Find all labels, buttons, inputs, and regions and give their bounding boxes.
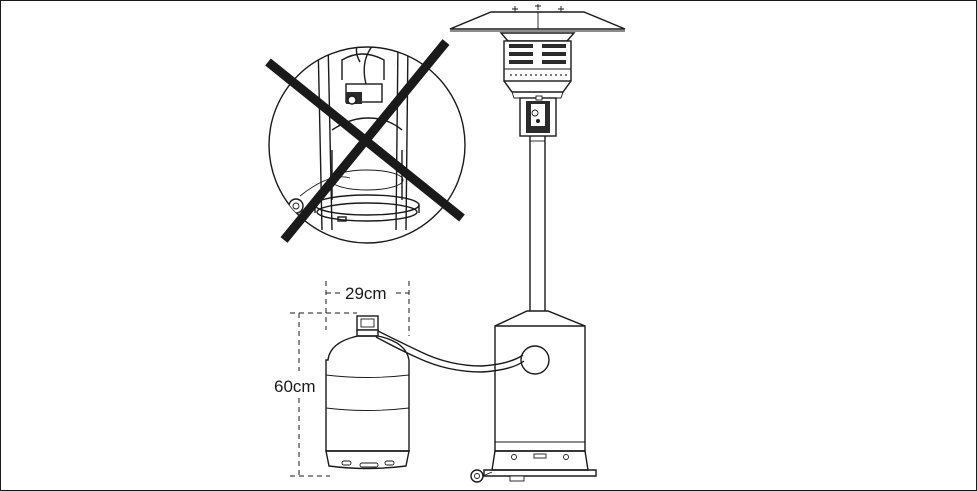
inset-incorrect-placement (265, 39, 466, 244)
heater-base-housing (494, 310, 586, 452)
gas-cylinder (325, 315, 410, 470)
heater-reflector (449, 11, 626, 30)
cylinder-body (325, 335, 410, 452)
dimension-width: 29cm (325, 281, 410, 336)
patio-heater (449, 4, 626, 483)
gas-hose (375, 329, 524, 367)
heater-hose-port (520, 345, 550, 375)
dimension-height: 60cm (274, 312, 357, 477)
width-label: 29cm (345, 284, 387, 303)
height-label: 60cm (274, 377, 316, 396)
inset-circle (268, 46, 466, 244)
cross-stroke-2 (280, 39, 450, 243)
